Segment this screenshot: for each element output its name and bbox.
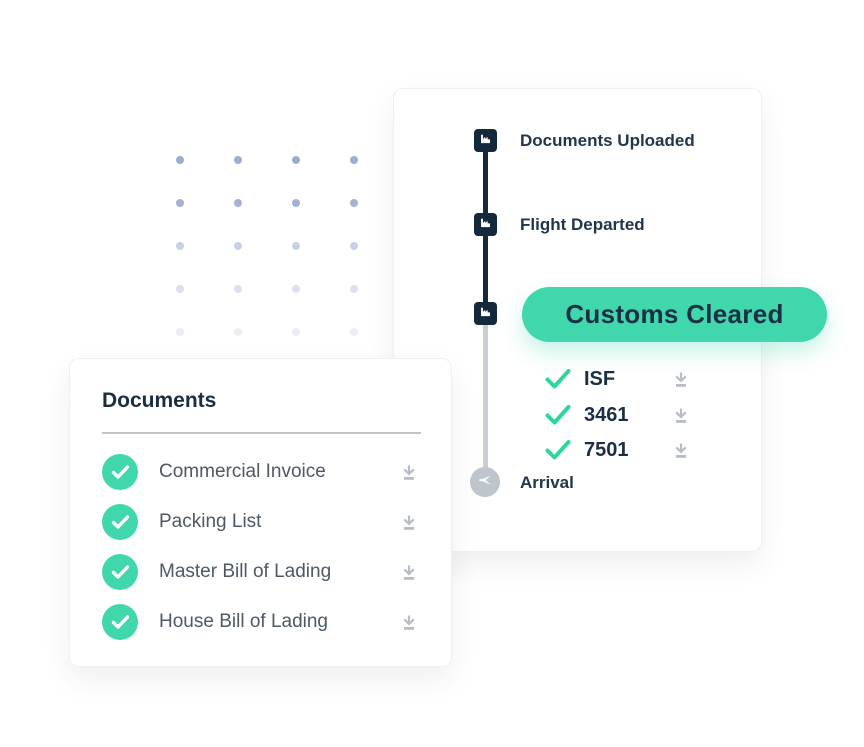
- document-label: Commercial Invoice: [159, 461, 326, 482]
- check-circle-icon: [102, 554, 138, 590]
- document-label: House Bill of Lading: [159, 611, 328, 632]
- download-icon[interactable]: [672, 441, 690, 460]
- dot: [234, 328, 242, 336]
- dot: [292, 242, 300, 250]
- download-icon[interactable]: [400, 563, 418, 582]
- dot: [350, 328, 358, 336]
- dot-grid-row: [176, 285, 358, 293]
- dot: [292, 199, 300, 207]
- milestone-label-flight-departed: Flight Departed: [520, 214, 645, 234]
- dot: [292, 156, 300, 164]
- dot-grid-row: [176, 242, 358, 250]
- milestone-marker-arrival: [470, 467, 500, 497]
- milestone-label-arrival: Arrival: [520, 472, 574, 492]
- download-icon[interactable]: [400, 463, 418, 482]
- dot: [350, 242, 358, 250]
- dot: [350, 285, 358, 293]
- download-icon[interactable]: [672, 370, 690, 389]
- dot: [234, 156, 242, 164]
- milestone-marker-flight-departed: [474, 213, 497, 236]
- download-icon[interactable]: [400, 613, 418, 632]
- dot-grid-row: [176, 328, 358, 336]
- milestone-marker-documents-uploaded: [474, 129, 497, 152]
- customs-doc-label: 7501: [584, 438, 629, 461]
- document-row-house-bill-of-lading: House Bill of Lading: [102, 604, 421, 640]
- dot: [234, 242, 242, 250]
- customs-doc-row-7501: 7501: [544, 432, 690, 468]
- customs-doc-label: ISF: [584, 367, 616, 390]
- document-row-commercial-invoice: Commercial Invoice: [102, 454, 421, 490]
- customs-doc-label: 3461: [584, 403, 629, 426]
- dot-grid-row: [176, 199, 358, 207]
- check-icon: [544, 368, 572, 390]
- dot: [292, 328, 300, 336]
- download-icon[interactable]: [672, 406, 690, 425]
- milestone-label-documents-uploaded: Documents Uploaded: [520, 130, 695, 150]
- document-label: Master Bill of Lading: [159, 561, 332, 582]
- timeline-connector-pending: [483, 309, 488, 485]
- dot: [292, 285, 300, 293]
- customs-cleared-pill[interactable]: Customs Cleared: [522, 287, 827, 342]
- decorative-dot-grid: [176, 156, 358, 371]
- dot: [350, 199, 358, 207]
- check-circle-icon: [102, 454, 138, 490]
- check-icon: [544, 439, 572, 461]
- document-row-master-bill-of-lading: Master Bill of Lading: [102, 554, 421, 590]
- plane-icon: [477, 472, 493, 493]
- factory-icon: [479, 132, 492, 150]
- divider: [102, 432, 421, 434]
- dot: [176, 328, 184, 336]
- dot: [350, 156, 358, 164]
- customs-cleared-label: Customs Cleared: [565, 299, 784, 329]
- factory-icon: [479, 305, 492, 323]
- dot: [176, 285, 184, 293]
- dot: [234, 199, 242, 207]
- document-label: Packing List: [159, 511, 262, 532]
- documents-card-title: Documents: [102, 389, 217, 412]
- milestone-marker-customs-cleared: [474, 302, 497, 325]
- document-row-packing-list: Packing List: [102, 504, 421, 540]
- download-icon[interactable]: [400, 513, 418, 532]
- documents-card: Documents Commercial Invoice Packing Lis…: [69, 358, 452, 667]
- dot: [234, 285, 242, 293]
- dot-grid-row: [176, 156, 358, 164]
- customs-doc-row-3461: 3461: [544, 397, 690, 433]
- dot: [176, 199, 184, 207]
- check-circle-icon: [102, 504, 138, 540]
- check-circle-icon: [102, 604, 138, 640]
- dot: [176, 242, 184, 250]
- dot: [176, 156, 184, 164]
- shipment-timeline-card: Documents Uploaded Flight Departed Custo…: [393, 88, 827, 552]
- factory-icon: [479, 216, 492, 234]
- customs-doc-row-isf: ISF: [544, 361, 690, 397]
- check-icon: [544, 404, 572, 426]
